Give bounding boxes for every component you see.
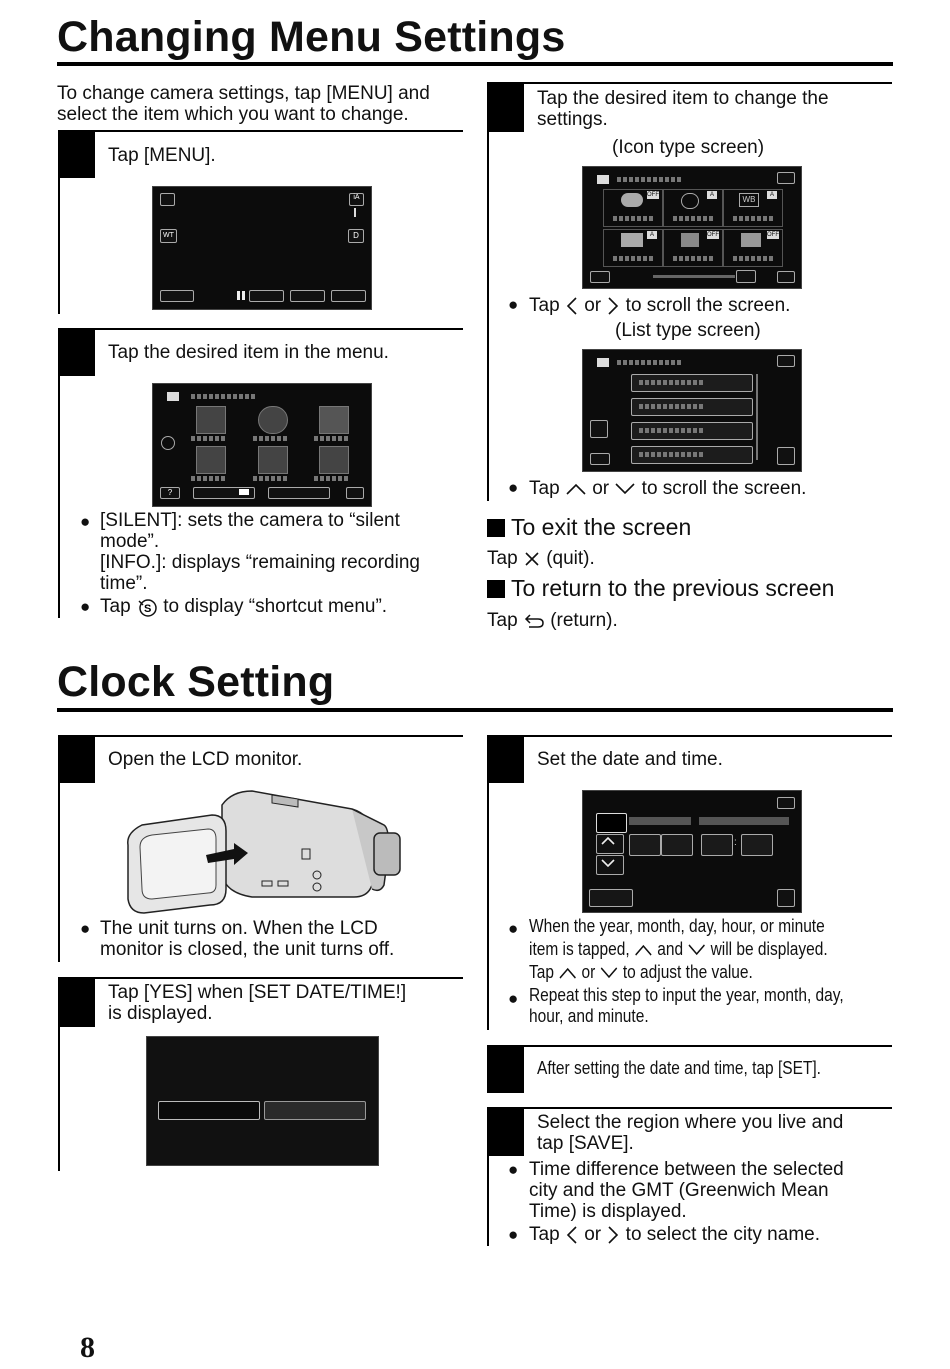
- shortcut-icon: S: [138, 599, 157, 617]
- scrollbar[interactable]: [756, 374, 758, 460]
- menu-step2-note2: Tap S to display “shortcut menu”.: [100, 596, 388, 617]
- svg-text:S: S: [144, 603, 151, 615]
- yes-button[interactable]: [158, 1101, 260, 1120]
- chevron-down-icon: [600, 967, 618, 979]
- tele-macro-icon: [741, 233, 761, 247]
- shortcut-icon[interactable]: [161, 436, 175, 450]
- menu-step1-text: Tap [MENU].: [108, 145, 216, 166]
- close-icon[interactable]: [346, 487, 364, 499]
- chevron-up-icon: [635, 945, 652, 956]
- camera-screen-menu-items: ?: [152, 383, 372, 507]
- close-icon[interactable]: [777, 355, 795, 367]
- close-icon[interactable]: [777, 172, 795, 184]
- scene-icon: [621, 193, 643, 207]
- record-icon[interactable]: [258, 406, 288, 434]
- video-icon: [167, 392, 179, 401]
- help-button[interactable]: ?: [160, 487, 180, 499]
- return-button[interactable]: [777, 271, 795, 283]
- clock-title: Clock Setting: [57, 658, 335, 706]
- camcorder-illustration: [127, 790, 401, 914]
- help-button[interactable]: [590, 453, 610, 465]
- scroll-down-button[interactable]: [590, 420, 608, 438]
- camera-screen-menu: iA WT D: [152, 186, 372, 310]
- chevron-right-icon: [608, 1226, 619, 1244]
- scroll-note-1: Tap or to scroll the screen.: [529, 295, 791, 316]
- exit-text: Tap (quit).: [487, 548, 595, 569]
- list-type-caption: (List type screen): [615, 320, 761, 341]
- brightness-icon: [681, 193, 699, 209]
- backlight-icon: [681, 233, 699, 247]
- increment-button[interactable]: [596, 834, 624, 854]
- camera-screen-list-type: [582, 349, 802, 472]
- minute-field[interactable]: [741, 834, 773, 856]
- wb-icon: WB: [739, 193, 759, 207]
- clock-step1-text: Open the LCD monitor.: [108, 749, 303, 770]
- date-time-screen: :: [582, 790, 802, 913]
- clock-step5-note1: Time difference between the selected cit…: [529, 1159, 844, 1222]
- clock-step1-note: The unit turns on. When the LCD monitor …: [100, 918, 395, 960]
- menu-step2-text: Tap the desired item in the menu.: [108, 342, 389, 363]
- help-button[interactable]: [590, 271, 610, 283]
- video-icon: [597, 358, 609, 367]
- menu-step3-text: Tap the desired item to change the setti…: [537, 88, 829, 130]
- wt-icon: WT: [160, 229, 177, 243]
- menu-button[interactable]: [160, 290, 194, 302]
- set-button[interactable]: [589, 889, 633, 907]
- pause-icon: [242, 291, 245, 300]
- media-icon[interactable]: [258, 446, 288, 474]
- clock-step3-note2: Repeat this step to input the year, mont…: [529, 985, 844, 1026]
- chevron-down-icon: [688, 944, 706, 956]
- video-mode-icon: [160, 193, 175, 206]
- chevron-up-icon: [601, 837, 615, 845]
- chevron-right-icon: [608, 297, 619, 315]
- clock-step5-note2: Tap or to select the city name.: [529, 1224, 820, 1245]
- chevron-down-icon: [615, 483, 635, 495]
- exit-heading: To exit the screen: [487, 514, 691, 541]
- icon-type-caption: (Icon type screen): [612, 137, 765, 158]
- page-title: Changing Menu Settings: [57, 13, 566, 61]
- scroll-track[interactable]: [653, 275, 735, 278]
- d-icon: D: [348, 229, 364, 243]
- year-field[interactable]: [596, 813, 627, 833]
- settings-icon[interactable]: [196, 446, 226, 474]
- chevron-left-icon: [566, 1226, 577, 1244]
- close-icon[interactable]: [777, 797, 795, 809]
- wifi-icon[interactable]: [196, 406, 226, 434]
- return-button[interactable]: [777, 889, 795, 907]
- menu-intro: To change camera settings, tap [MENU] an…: [57, 83, 430, 125]
- ia-icon: iA: [349, 193, 364, 206]
- clock-step2-text: Tap [YES] when [SET DATE/TIME!] is displ…: [108, 982, 407, 1024]
- return-heading: To return to the previous screen: [487, 575, 834, 602]
- menu-step2-notes: [SILENT]: sets the camera to “silent mod…: [100, 510, 420, 594]
- clock-step4-text: After setting the date and time, tap [SE…: [537, 1058, 821, 1078]
- flag-button[interactable]: [290, 290, 325, 302]
- focus-icon: [621, 233, 643, 247]
- video-icon: [597, 175, 609, 184]
- next-page-button[interactable]: [736, 270, 756, 283]
- chevron-up-icon: [559, 968, 576, 979]
- page-number: 8: [80, 1331, 95, 1364]
- chevron-down-icon: [601, 859, 615, 867]
- scroll-note-2: Tap or to scroll the screen.: [529, 478, 807, 499]
- close-icon: [525, 552, 539, 566]
- clock-step3-note1: When the year, month, day, hour, or minu…: [529, 916, 828, 982]
- return-button[interactable]: [777, 447, 795, 465]
- set-date-prompt-screen: [146, 1036, 379, 1166]
- day-field[interactable]: [661, 834, 693, 856]
- chevron-up-icon: [566, 483, 586, 495]
- step-number-box: [58, 131, 95, 178]
- clock-step3-text: Set the date and time.: [537, 749, 723, 770]
- return-text: Tap (return).: [487, 610, 618, 631]
- clock-step5-text: Select the region where you live and tap…: [537, 1112, 844, 1154]
- hour-field[interactable]: [701, 834, 733, 856]
- month-field[interactable]: [629, 834, 661, 856]
- no-button[interactable]: [264, 1101, 366, 1120]
- effect-icon[interactable]: [319, 406, 349, 434]
- return-icon: [524, 614, 544, 628]
- title-rule: [57, 62, 893, 66]
- connect-icon[interactable]: [319, 446, 349, 474]
- chevron-left-icon: [566, 297, 577, 315]
- camera-screen-icon-type: WB OFF A A A OFF OFF: [582, 166, 802, 289]
